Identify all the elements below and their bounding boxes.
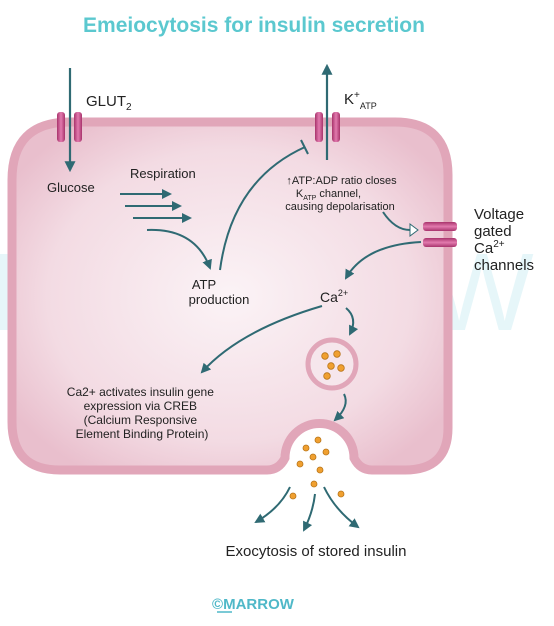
creb-text: Ca2+ activates insulin gene expression v… [67, 385, 217, 441]
katp-label: K+ATP [344, 90, 377, 111]
atp-closes-katp-arrow [219, 146, 306, 271]
ca-label: Ca2+ [320, 288, 348, 305]
ca-to-creb-arrow [200, 305, 323, 374]
respiration-label: Respiration [130, 166, 196, 181]
voltage-gated-ca-channel [423, 222, 457, 247]
glut2-label: GLUT2 [86, 93, 132, 113]
exocytosis-label: Exocytosis of stored insulin [226, 543, 407, 560]
vesicle-fusion-arrow [333, 393, 347, 422]
glut2-channel [57, 112, 82, 142]
released-insulin-granules [289, 436, 345, 500]
depolarisation-arrow [382, 211, 411, 231]
ca-to-vesicle-arrow [345, 307, 359, 336]
exocytosis-arrows [254, 486, 360, 532]
glucose-label: Glucose [47, 180, 95, 195]
page-title: Emeiocytosis for insulin secretion [83, 14, 425, 37]
ca-influx-arrow [345, 241, 422, 280]
brand-name: MARROW [223, 596, 295, 613]
atp-adp-ratio-text: ↑ATP:ADP ratio closes KATP channel, caus… [285, 175, 399, 213]
voltage-gated-label: Voltage gated Ca2+ channels [474, 206, 534, 274]
copyright-symbol: © [212, 596, 223, 613]
insulin-vesicle [305, 337, 359, 391]
depolarisation-arrowhead [409, 223, 419, 237]
footer-brand: ©MARROW [212, 596, 295, 613]
katp-channel [315, 112, 340, 142]
inhibition-bar [300, 139, 309, 155]
respiration-arrows [120, 189, 212, 270]
